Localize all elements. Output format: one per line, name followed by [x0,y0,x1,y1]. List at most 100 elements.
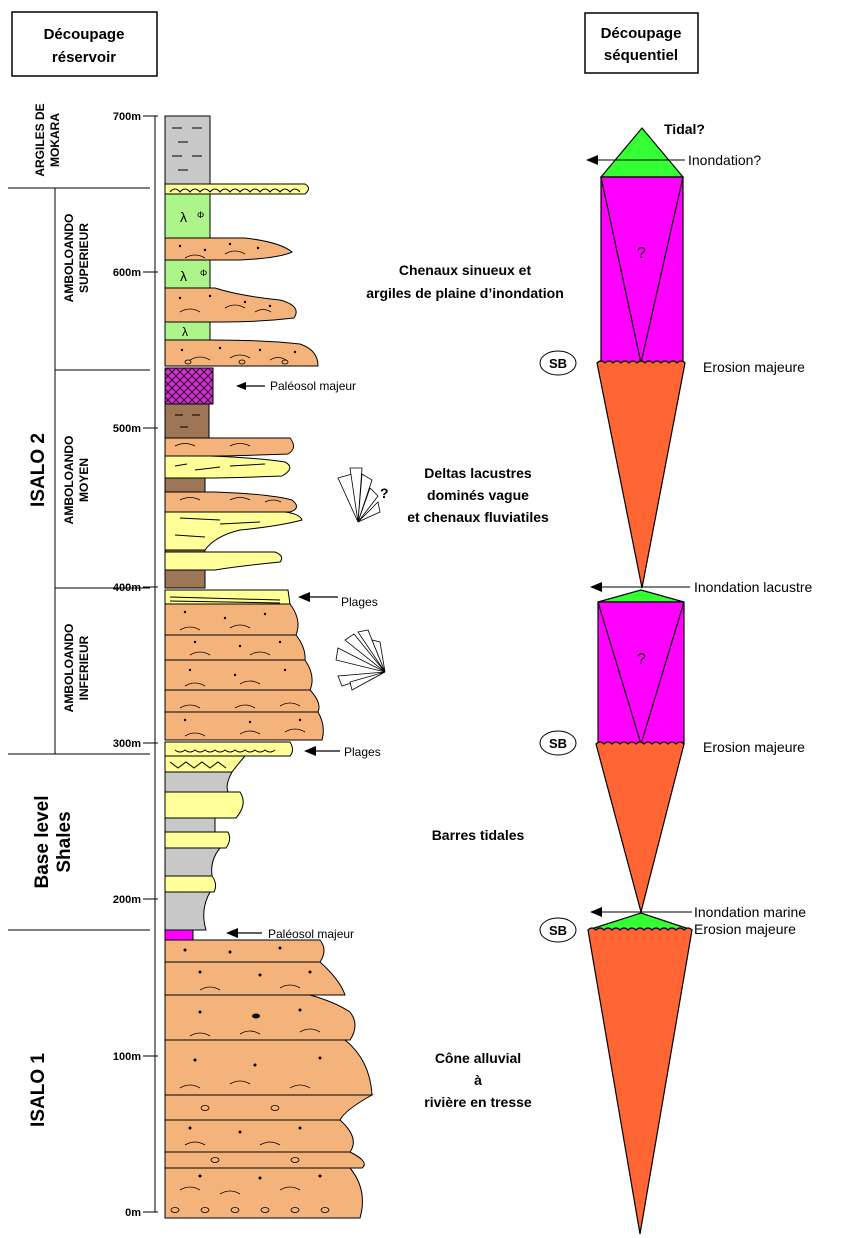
layer-isalo1-6 [165,1120,353,1152]
layer-isalo1-8 [165,1168,362,1218]
unit-mokara-line1: ARGILES DE [33,103,47,176]
depth-tick-200: 200m [113,894,141,906]
svg-text:Φ: Φ [197,210,204,220]
unit-inferieur-line1: AMBOLOANDO [62,624,76,713]
layer-paleosol-lower [165,930,193,940]
layer-isalo1-5 [165,1095,372,1120]
unit-base-level: Base level [32,796,53,889]
layer-grey-shale-3 [165,848,220,876]
seq-upper-orange [597,361,685,588]
paleocurrent-rose-lower [336,630,385,690]
label-paleosol-upper: Paléosol majeur [270,379,356,393]
layer-sand-inf-2 [165,635,305,660]
layer-isalo1-1 [165,940,324,962]
depth-tick-500: 500m [113,423,141,435]
unit-shales: Shales [54,811,75,872]
seq-bottom-orange [588,928,692,1234]
sb-label-1: SB [549,356,567,371]
layer-sand-sup-2 [165,288,296,322]
header-right-line1: Découpage [601,25,682,42]
layer-sand-inf-4 [165,690,319,712]
unit-isalo-1: ISALO 1 [28,1053,49,1127]
unit-dividers [8,188,150,930]
env-deltas-line1: Deltas lacustres [424,465,532,481]
layer-sand-inf-3 [165,660,312,690]
layer-isalo1-3 [165,995,355,1040]
seq-question-lower: ? [637,651,646,668]
layer-sand-inf-5 [165,712,323,740]
seq-tidal-label: Tidal? [664,121,705,137]
env-chenaux-line1: Chenaux sinueux et [399,262,532,278]
depth-tick-400: 400m [113,582,141,594]
layer-yellow-moy-2 [165,512,302,550]
layer-yellow-moy-3 [165,552,282,570]
label-plages-lower: Plages [344,745,381,759]
layer-brown-2 [165,478,205,492]
layer-plages-lower [165,742,293,756]
unit-moyen-line2: MOYEN [77,458,91,502]
env-barres: Barres tidales [432,827,525,843]
env-cone-line2: à [474,1072,482,1088]
depth-axis: 700m 600m 500m 400m 300m 200m 100m 0m [113,111,158,1219]
layer-sand-moy-2 [165,492,297,512]
depth-tick-600: 600m [113,267,141,279]
env-cone-line1: Cône alluvial [435,1050,521,1066]
seq-erosion-2: Erosion majeure [703,739,805,755]
environment-labels: Chenaux sinueux et argiles de plaine d’i… [366,262,564,1110]
layer-isalo1-4 [165,1040,372,1095]
env-cone-line3: rivière en tresse [424,1094,532,1110]
seq-inondation-lacustre: Inondation lacustre [694,579,813,595]
header-right-box: Découpage séquentiel [585,13,698,73]
svg-text:λ: λ [182,325,188,339]
layer-brown-1 [165,404,209,438]
seq-lacustre-triangle [598,590,684,602]
label-paleosol-lower: Paléosol majeur [268,927,354,941]
seq-lower-magenta [598,602,684,744]
unit-isalo-2: ISALO 2 [28,433,49,507]
layer-sand-sup-1 [165,238,292,260]
unit-superieur-line2: SUPERIEUR [77,223,91,293]
svg-text:λ: λ [180,268,187,284]
layer-grey-shale-2 [165,818,215,832]
layer-mokara-shale [165,116,210,184]
layer-sand-inf-1 [165,604,298,635]
sb-label-2: SB [549,736,567,751]
svg-text:Φ: Φ [200,268,207,278]
paleocurrent-question: ? [380,485,389,501]
unit-moyen-line1: AMBOLOANDO [62,436,76,525]
env-deltas-line3: et chenaux fluviatiles [407,509,549,525]
depth-tick-300: 300m [113,738,141,750]
unit-mokara-line2: MOKARA [48,113,62,167]
seq-upper-magenta [601,177,683,363]
seq-lower-orange [596,742,684,912]
paleocurrent-rose-upper [338,468,380,522]
seq-inondation-marine: Inondation marine [694,904,806,920]
header-left-line1: Découpage [44,26,125,43]
seq-erosion-3: Erosion majeure [694,921,796,937]
header-left-line2: réservoir [52,49,116,66]
seq-erosion-1: Erosion majeure [703,359,805,375]
layer-grey-shale-1 [165,772,232,792]
header-left-box: Découpage réservoir [12,12,157,76]
depth-tick-100: 100m [113,1051,141,1063]
seq-question-upper: ? [637,245,646,262]
sequence-column [588,128,692,1234]
layer-isalo1-2 [165,962,345,995]
label-plages-upper: Plages [341,595,378,609]
env-chenaux-line2: argiles de plaine d’inondation [366,285,564,301]
layer-sand-moy-1 [165,438,294,456]
layer-brown-4 [165,570,205,588]
layer-grey-shale-4 [165,892,210,930]
layer-paleosol-upper [165,368,213,404]
depth-tick-0: 0m [125,1207,141,1219]
unit-inferieur-line2: INFERIEUR [77,635,91,700]
svg-text:λ: λ [180,209,187,225]
env-deltas-line2: dominés vague [427,487,529,503]
stratigraphic-log: λ Φ λ Φ λ [165,116,372,1218]
sb-label-3: SB [549,923,567,938]
layer-isalo1-7 [165,1152,364,1168]
seq-inondation-q: Inondation? [688,152,761,168]
layer-yellow-shale-2 [165,792,243,818]
sb-markers: SB SB SB [540,351,576,942]
header-right-line2: séquentiel [604,47,678,64]
